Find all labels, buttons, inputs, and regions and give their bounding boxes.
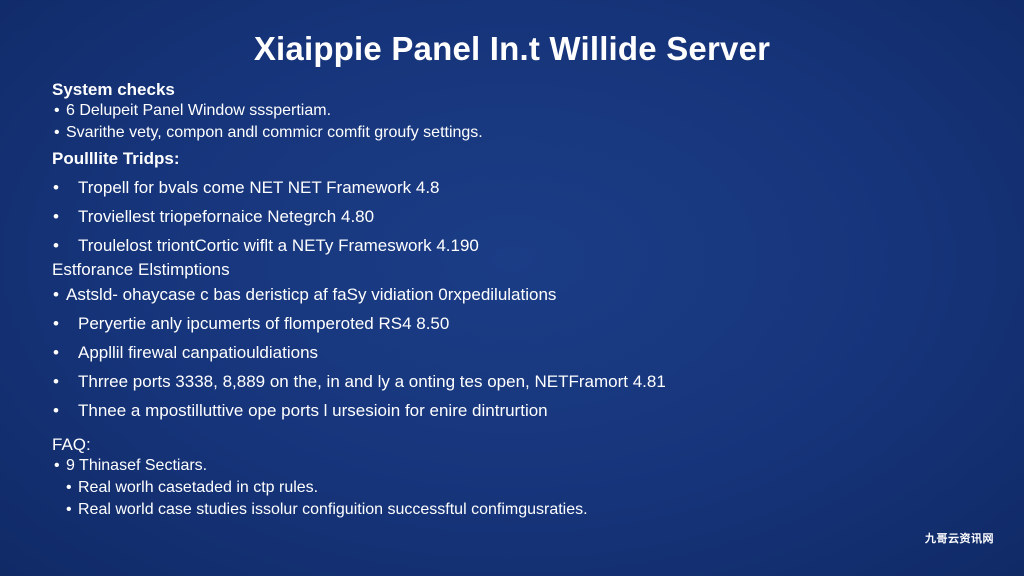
list-item: Svarithe vety, compon andl commicr comfi… <box>52 122 984 144</box>
watermark-logo: 九哥云资讯网 <box>925 533 994 545</box>
faq-heading: FAQ: <box>52 435 91 454</box>
system-checks-heading: System checks <box>52 80 175 99</box>
tips-section: Poulllite Tridps: Tropell for bvals come… <box>52 149 984 260</box>
performance-heading: Estforance Elstimptions <box>52 260 230 279</box>
list-item: Appllil firewal canpatiouldiations <box>52 338 984 367</box>
faq-list: 9 Thinasef Sectiars. <box>52 455 984 477</box>
list-item: Astsld- ohaycase c bas deristicp af faSy… <box>52 280 984 309</box>
list-item: 6 Delupeit Panel Window ssspertiam. <box>52 100 984 122</box>
list-item: Troviellest triopefornaice Netegrch 4.80 <box>52 202 984 231</box>
faq-sub-list: Real worlh casetaded in ctp rules. Real … <box>52 477 984 521</box>
performance-section: Estforance Elstimptions Astsld- ohaycase… <box>52 260 984 425</box>
tips-heading: Poulllite Tridps: <box>52 149 180 168</box>
list-item: Thrree ports 3338, 8,889 on the, in and … <box>52 367 984 396</box>
system-checks-list: 6 Delupeit Panel Window ssspertiam. Svar… <box>52 100 984 144</box>
list-item: Peryertie anly ipcumerts of flomperoted … <box>52 309 984 338</box>
list-item: Real world case studies issolur configui… <box>52 499 984 521</box>
faq-section: FAQ: 9 Thinasef Sectiars. Real worlh cas… <box>52 435 984 521</box>
slide-title: Xiaippie Panel In.t Willide Server <box>253 30 771 67</box>
performance-list: Astsld- ohaycase c bas deristicp af faSy… <box>52 280 984 425</box>
list-item: Troulelost triontCortic wiflt a NETy Fra… <box>52 231 984 260</box>
list-item: 9 Thinasef Sectiars. <box>52 455 984 477</box>
system-checks-section: System checks 6 Delupeit Panel Window ss… <box>52 80 984 144</box>
tips-list: Tropell for bvals come NET NET Framework… <box>52 173 984 260</box>
list-item: Real worlh casetaded in ctp rules. <box>52 477 984 499</box>
list-item: Tropell for bvals come NET NET Framework… <box>52 173 984 202</box>
list-item: Thnee a mpostilluttive ope ports l urses… <box>52 396 984 425</box>
